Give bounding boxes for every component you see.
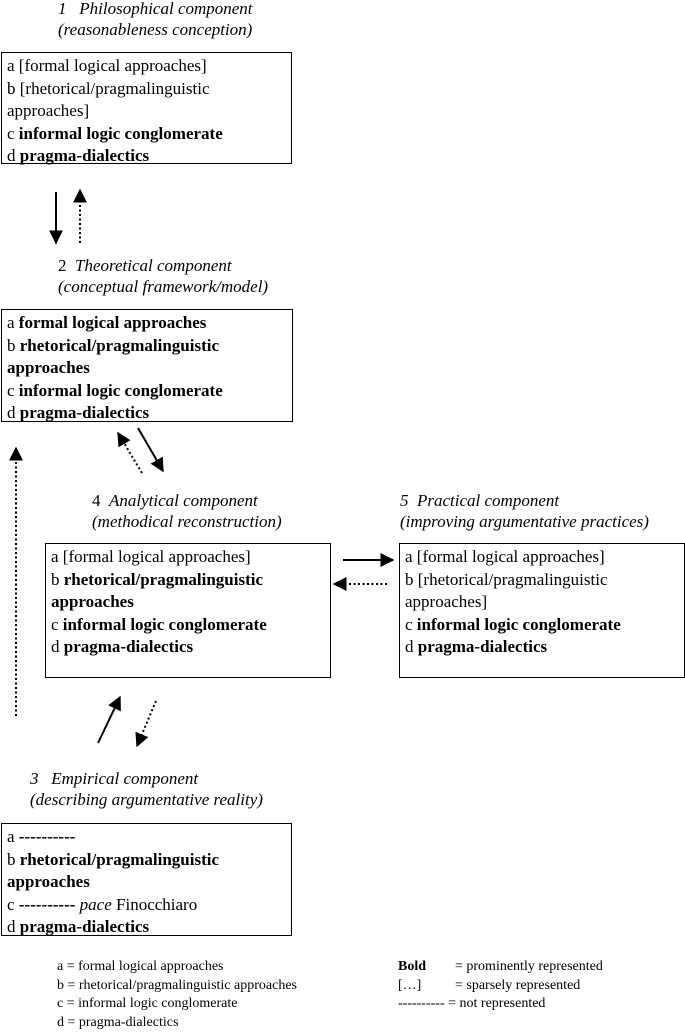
- legend-key-bracket-row: […]= sparsely represented: [398, 977, 603, 996]
- legend-desc-bracket: = sparsely represented: [455, 978, 580, 993]
- legend-item-a: a = formal logical approaches: [57, 958, 297, 977]
- arrow-analytical-to-empirical-dotted: [137, 701, 156, 746]
- legend-key-dash: ----------: [398, 995, 445, 1014]
- legend-key-dash-row: ---------- = not represented: [398, 995, 603, 1014]
- legend-desc-bold: = prominently represented: [455, 959, 603, 974]
- legend-right: Bold= prominently represented […]= spars…: [398, 958, 603, 1014]
- legend-desc-dash: = not represented: [448, 996, 545, 1011]
- arrow-empirical-to-analytical: [98, 697, 120, 743]
- legend-item-b: b = rhetorical/pragmalinguistic approach…: [57, 977, 297, 996]
- legend-item-c: c = informal logic conglomerate: [57, 995, 297, 1014]
- legend-key-bracket: […]: [398, 977, 455, 996]
- legend-item-d: d = pragma-dialectics: [57, 1014, 297, 1032]
- legend-key-bold: Bold: [398, 958, 455, 977]
- arrow-theoretical-to-analytical: [138, 428, 163, 471]
- legend-key-bold-row: Bold= prominently represented: [398, 958, 603, 977]
- arrow-analytical-to-theoretical-dotted: [118, 433, 142, 473]
- legend-left: a = formal logical approaches b = rhetor…: [57, 958, 297, 1032]
